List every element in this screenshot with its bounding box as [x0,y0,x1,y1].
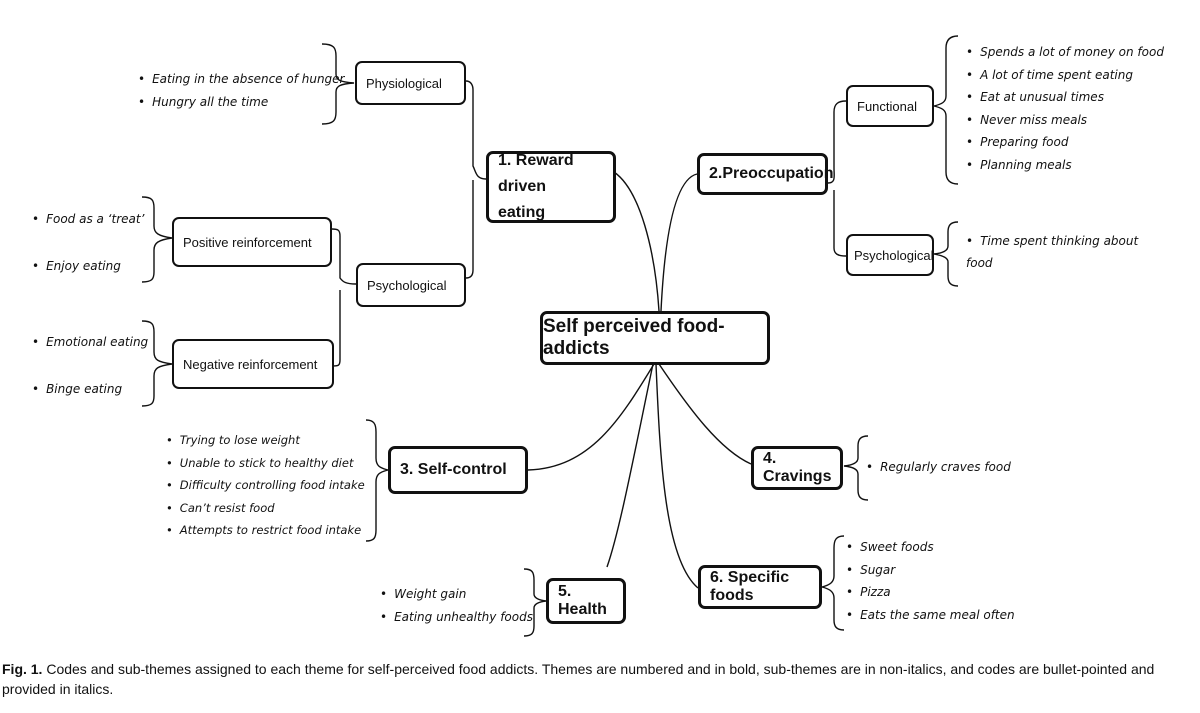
connector-reward-bracket [465,80,487,279]
theme-self-control-label: 3. Self-control [400,461,507,478]
brace-positive-codes [141,196,173,283]
subtheme-psychological-preoccupation: Psychological [846,234,934,276]
codes-functional: Spends a lot of money on food A lot of t… [966,41,1164,176]
subtheme-positive-reinforcement: Positive reinforcement [172,217,332,267]
figure-caption-text: Codes and sub-themes assigned to each th… [2,661,1155,697]
code-item: Sugar [846,559,1015,582]
codes-physiological: Eating in the absence of hunger Hungry a… [138,68,345,114]
theme-specific-foods: 6. Specific foods [698,565,822,609]
figure-caption: Fig. 1. Codes and sub-themes assigned to… [2,659,1198,699]
connector-center-self-control [527,363,655,471]
subtheme-psychological-reward: Psychological [356,263,466,307]
code-item: Difficulty controlling food intake [166,474,365,497]
code-item: Attempts to restrict food intake [166,519,365,542]
theme-self-control: 3. Self-control [388,446,528,494]
connector-center-health [606,363,654,568]
theme-cravings-label: 4. Cravings [763,450,832,485]
code-item: Eats the same meal often [846,604,1015,627]
central-topic: Self perceived food-addicts [540,311,770,365]
connector-center-cravings [658,363,752,465]
code-item: Food as a ‘treat’ [32,208,144,231]
theme-cravings: 4. Cravings [751,446,843,490]
subtheme-psychological-reward-label: Psychological [367,277,447,293]
code-item: Eating unhealthy foods [380,606,533,629]
code-item: Weight gain [380,583,533,606]
subtheme-psychological-preoccupation-label: Psychological [854,247,934,263]
codes-psychological-preoccupation: Time spent thinking about food [966,230,1138,274]
code-item: Enjoy eating [32,255,144,278]
brace-preoccupation-bracket [827,100,847,257]
code-item: Hungry all the time [138,91,345,114]
code-item: Binge eating [32,378,148,401]
subtheme-negative-label: Negative reinforcement [183,356,318,372]
codes-negative-reinforcement: Emotional eating Binge eating [32,331,148,400]
codes-cravings: Regularly craves food [866,456,1011,479]
code-item: Eat at unusual times [966,86,1164,109]
subtheme-physiological-label: Physiological [366,75,442,91]
theme-health-label: 5. Health [558,583,607,618]
figure-caption-label: Fig. 1. [2,661,43,677]
brace-psychological-codes [933,221,959,287]
code-item: Eating in the absence of hunger [138,68,344,91]
code-item: Preparing food [966,131,1164,154]
mind-map: Self perceived food-addicts 1. Reward dr… [0,0,1200,640]
theme-health: 5. Health [546,578,626,624]
code-item: Time spent thinking about food [966,230,1138,274]
connector-center-specific [655,363,699,589]
subtheme-positive-label: Positive reinforcement [183,234,312,250]
brace-physiological-codes [321,43,355,125]
code-item: Spends a lot of money on food [966,41,1164,64]
connector-psych-bracket [331,228,357,367]
brace-specific-codes [821,535,845,631]
codes-specific-foods: Sweet foods Sugar Pizza Eats the same me… [846,536,1015,626]
connector-center-preoccupation [660,173,698,312]
theme-preoccupation-label: 2.Preoccupation [709,165,834,182]
code-item: Trying to lose weight [166,429,365,452]
brace-cravings-codes [843,435,869,501]
code-item: Planning meals [966,154,1164,177]
theme-preoccupation: 2.Preoccupation [697,153,833,195]
theme-specific-foods-label: 6. Specific foods [710,569,790,604]
code-item: Regularly craves food [866,456,1011,479]
theme-reward-label: 1. Reward driven eating [498,152,574,221]
brace-self-control-codes [365,419,389,542]
theme-reward-driven-eating: 1. Reward driven eating [486,151,616,223]
codes-positive-reinforcement: Food as a ‘treat’ Enjoy eating [32,208,144,277]
subtheme-functional: Functional [846,85,934,127]
code-item: Can’t resist food [166,497,365,520]
subtheme-functional-label: Functional [857,98,917,114]
code-item: Emotional eating [32,331,148,354]
code-item: Pizza [846,581,1015,604]
code-item: Never miss meals [966,109,1164,132]
central-topic-label: Self perceived food-addicts [543,316,725,359]
codes-self-control: Trying to lose weight Unable to stick to… [166,429,365,542]
codes-health: Weight gain Eating unhealthy foods [380,583,533,628]
subtheme-negative-reinforcement: Negative reinforcement [172,339,334,389]
code-item: Sweet foods [846,536,1015,559]
code-item: A lot of time spent eating [966,64,1164,87]
connector-center-reward [613,171,660,312]
code-item: Unable to stick to healthy diet [166,452,365,475]
brace-functional-codes [933,35,959,185]
subtheme-physiological: Physiological [355,61,466,105]
